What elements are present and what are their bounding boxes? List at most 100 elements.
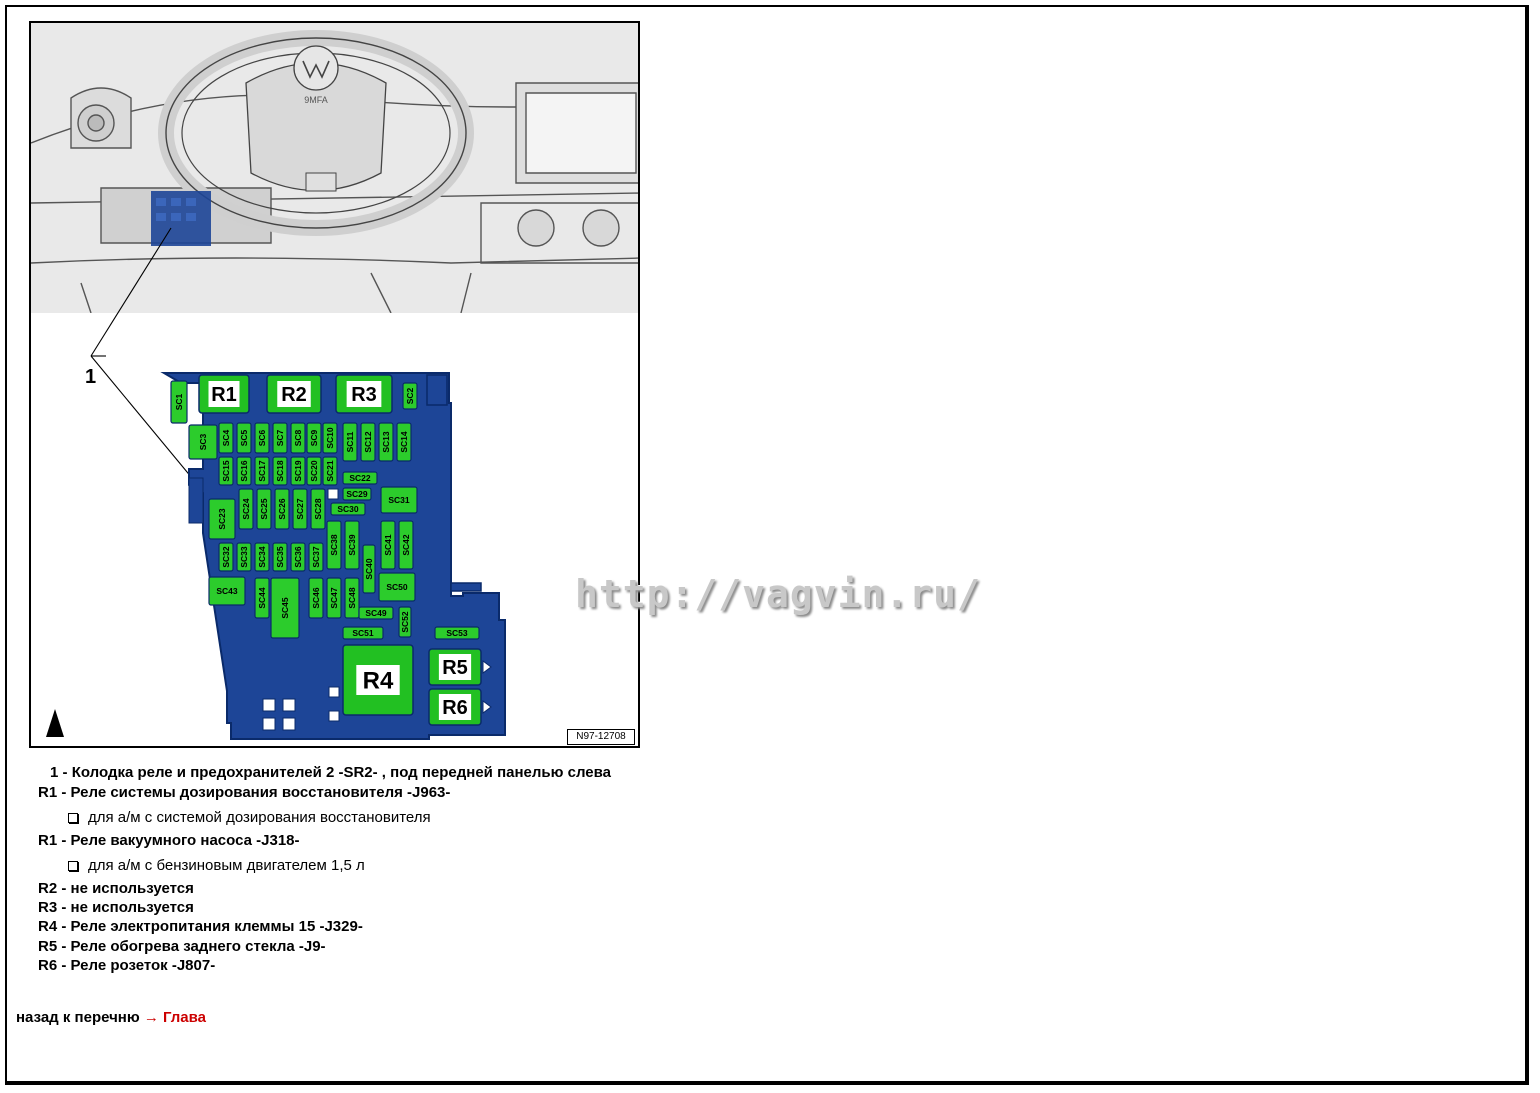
relay-label: R6 — [442, 697, 468, 719]
fuse-sc3: SC3 — [188, 424, 218, 460]
fuse-label: SC49 — [365, 608, 387, 618]
relay-r3: R3 — [335, 374, 393, 414]
legend-text: Реле электропитания клеммы 15 -J329- — [70, 918, 363, 935]
fuse-sc53: SC53 — [434, 626, 480, 640]
fuse-sc20: SC20 — [306, 456, 322, 486]
fuse-label: SC36 — [293, 546, 303, 568]
fuse-label: SC20 — [309, 460, 319, 482]
fuse-label: SC33 — [239, 546, 249, 568]
relay-label: R1 — [211, 384, 237, 406]
relay-label: R2 — [281, 384, 307, 406]
fuse-sc47: SC47 — [326, 577, 342, 619]
fuse-label: SC9 — [309, 429, 319, 446]
legend-key: R2 - — [38, 880, 67, 897]
fuse-label: SC28 — [313, 498, 323, 520]
fuse-label: SC7 — [275, 429, 285, 446]
legend-key: 1 - — [50, 764, 68, 781]
legend-key: R1 - — [38, 784, 67, 801]
fuse-sc41: SC41 — [380, 520, 396, 570]
fuse-label: SC24 — [241, 498, 251, 520]
fuse-label: SC43 — [216, 586, 238, 596]
fuse-label: SC15 — [221, 460, 231, 482]
north-arrow-icon — [46, 709, 64, 737]
fuse-label: SC38 — [329, 534, 339, 556]
fuse-sc6: SC6 — [254, 422, 270, 454]
fuse-sc44: SC44 — [254, 577, 270, 619]
back-navigation: назад к перечню → Глава — [16, 1009, 206, 1026]
watermark: http://vagvin.ru/ — [575, 572, 981, 616]
legend-note-r1b: для а/м с бензиновым двигателем 1,5 л — [68, 857, 365, 874]
legend-item-1: 1 - Колодка реле и предохранителей 2 -SR… — [50, 764, 611, 781]
fuse-label: SC1 — [174, 393, 184, 410]
legend-key: R4 - — [38, 918, 67, 935]
legend-note-r1a: для а/м с системой дозирования восстанов… — [68, 809, 431, 826]
fuse-label: SC53 — [446, 628, 468, 638]
fuse-label: SC3 — [198, 433, 208, 450]
fuse-sc43: SC43 — [208, 576, 246, 606]
legend-text: Колодка реле и предохранителей 2 -SR2- ,… — [71, 764, 611, 781]
fuse-sc52: SC52 — [398, 606, 412, 638]
legend-key: R6 - — [38, 957, 67, 974]
fuse-label: SC18 — [275, 460, 285, 482]
fuse-label: SC44 — [257, 587, 267, 609]
fuse-label: SC25 — [259, 498, 269, 520]
fuse-sc21: SC21 — [322, 456, 338, 486]
fuse-label: SC39 — [347, 534, 357, 556]
fuse-label: SC10 — [325, 427, 335, 449]
back-text: назад к перечню — [16, 1009, 140, 1026]
fuse-sc50: SC50 — [378, 572, 416, 602]
relay-r1: R1 — [198, 374, 250, 414]
fuse-label: SC13 — [381, 431, 391, 453]
legend-text: Реле системы дозирования восстановителя … — [70, 784, 451, 801]
fuse-label: SC34 — [257, 546, 267, 568]
relay-clip-icon — [482, 700, 492, 714]
fuse-label: SC23 — [217, 508, 227, 530]
fuse-sc32: SC32 — [218, 542, 234, 572]
relay-label: R3 — [351, 384, 377, 406]
fuse-sc29: SC29 — [342, 487, 372, 501]
fuse-sc22: SC22 — [342, 471, 378, 485]
callout-1: 1 — [85, 366, 97, 388]
relay-r6: R6 — [428, 688, 482, 726]
arrow-right-icon: → — [143, 1009, 159, 1026]
fuse-sc28: SC28 — [310, 488, 326, 530]
legend-text: Реле обогрева заднего стекла -J9- — [70, 938, 326, 955]
steering-badge: 9MFA — [304, 95, 328, 105]
fuse-sc15: SC15 — [218, 456, 234, 486]
fuse-sc48: SC48 — [344, 577, 360, 619]
checkbox-bullet-icon — [68, 861, 78, 871]
legend-note-text: для а/м с системой дозирования восстанов… — [88, 809, 431, 826]
legend-text: не используется — [70, 880, 194, 897]
fuse-label: SC32 — [221, 546, 231, 568]
fuse-sc31: SC31 — [380, 486, 418, 514]
fuse-label: SC47 — [329, 587, 339, 609]
relay-label: R4 — [363, 668, 394, 695]
chapter-link[interactable]: → Глава — [144, 1009, 206, 1026]
relay-r5: R5 — [428, 648, 482, 686]
fuse-sc34: SC34 — [254, 542, 270, 572]
fuse-label: SC21 — [325, 460, 335, 482]
fuse-sc9: SC9 — [306, 422, 322, 454]
legend-item-r1a: R1 - Реле системы дозирования восстанови… — [38, 784, 450, 801]
legend-item-r2: R2 - не используется — [38, 880, 194, 897]
relay-clip-icon — [482, 660, 492, 674]
fuse-sc35: SC35 — [272, 542, 288, 572]
fuse-label: SC35 — [275, 546, 285, 568]
fuse-sc12: SC12 — [360, 422, 376, 462]
relay-r2: R2 — [266, 374, 322, 414]
legend-text: Реле розеток -J807- — [70, 957, 216, 974]
fuse-sc14: SC14 — [396, 422, 412, 462]
fuse-sc51: SC51 — [342, 626, 384, 640]
fuse-label: SC6 — [257, 429, 267, 446]
fuse-sc13: SC13 — [378, 422, 394, 462]
fuse-sc45: SC45 — [270, 577, 300, 639]
legend-note-text: для а/м с бензиновым двигателем 1,5 л — [88, 857, 365, 874]
fuse-sc46: SC46 — [308, 577, 324, 619]
fuse-sc4: SC4 — [218, 422, 234, 454]
fuse-label: SC45 — [280, 597, 290, 619]
fuse-label: SC2 — [405, 387, 415, 404]
fuse-sc42: SC42 — [398, 520, 414, 570]
fuse-label: SC40 — [364, 558, 374, 580]
fuse-sc36: SC36 — [290, 542, 306, 572]
